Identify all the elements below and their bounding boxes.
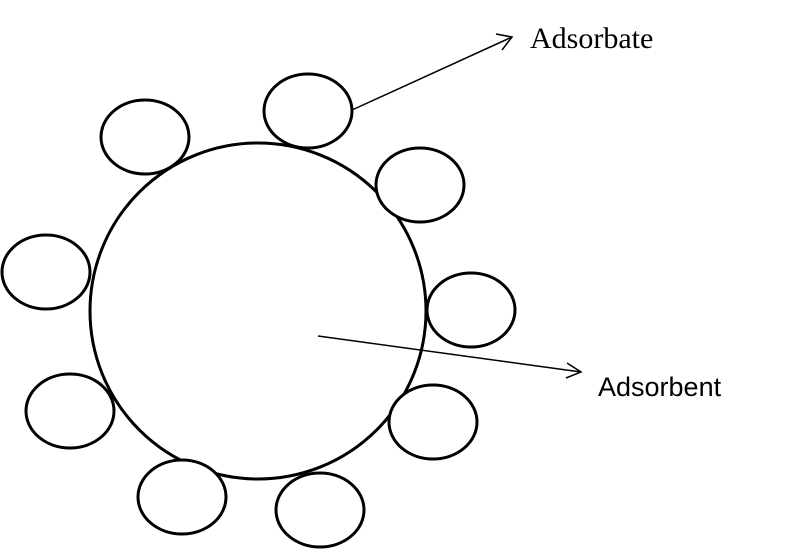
adsorbate-arrow-head [495,33,514,51]
adsorbent-arrow-head [565,362,583,379]
adsorbate-molecule-5 [425,271,517,349]
adsorbate-molecule-4 [0,233,92,311]
adsorbent-label: Adsorbent [598,372,722,402]
adsorbate-molecule-7 [387,383,479,461]
adsorbate-molecule-2 [99,98,191,176]
adsorbate-label: Adsorbate [530,22,653,55]
adsorbate-molecule-6 [24,372,116,450]
adsorbate-molecule-9 [274,471,366,549]
adsorbent-arrow-line [317,335,582,373]
adsorbate-molecule-1 [262,72,354,150]
adsorbate-arrow-line [351,36,513,111]
adsorbate-molecule-8 [136,458,228,536]
adsorbate-molecule-3 [374,146,466,224]
